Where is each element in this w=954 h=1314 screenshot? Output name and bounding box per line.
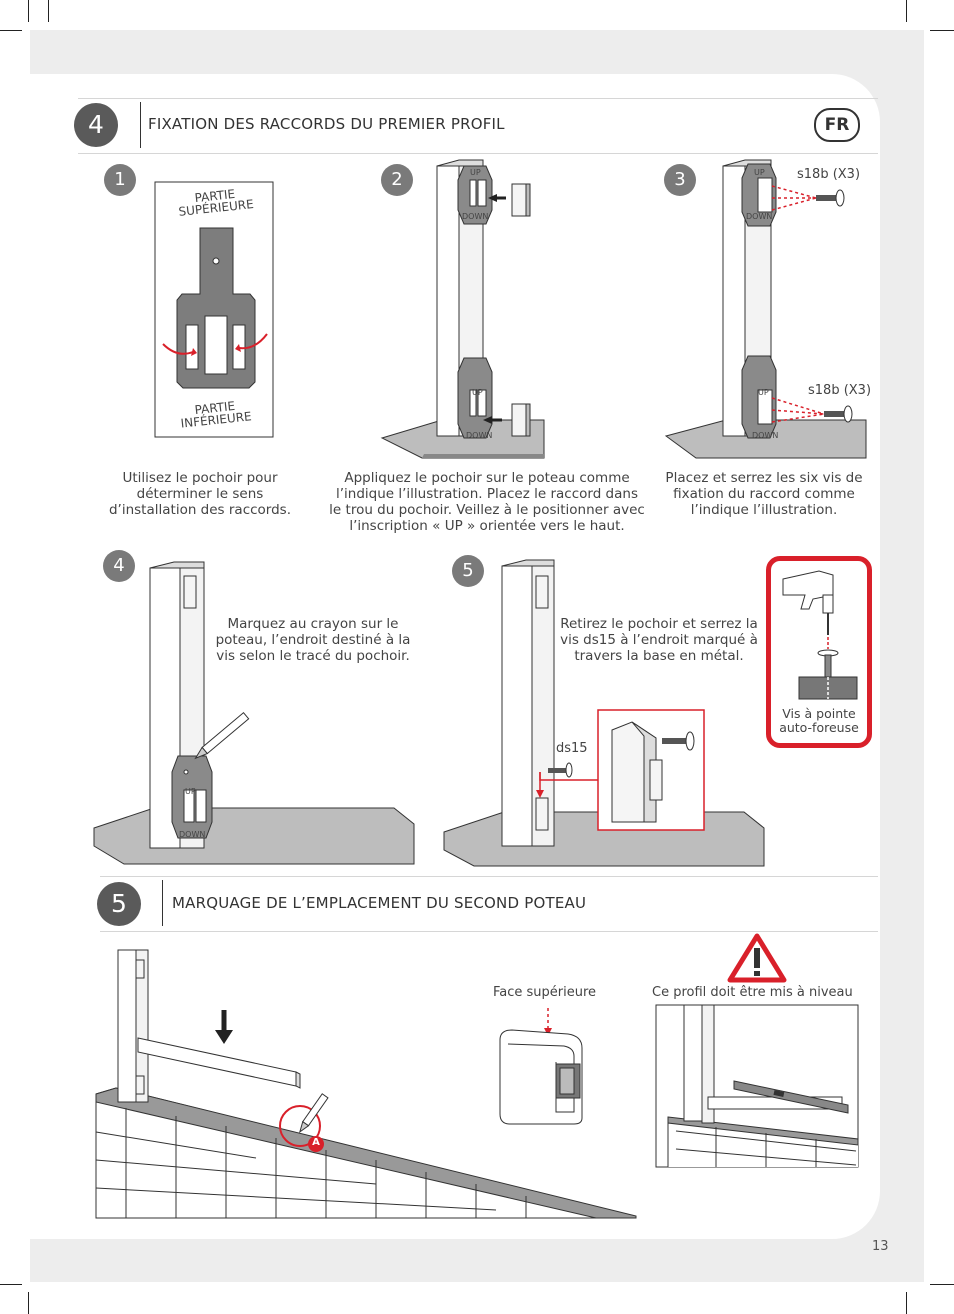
step-caption: Utilisez le pochoir pour déterminer le s… <box>108 470 292 518</box>
step-caption: Placez et serrez les six vis de fixation… <box>665 470 863 518</box>
drill-icon <box>782 570 858 700</box>
crop-mark <box>930 30 954 31</box>
divider <box>78 153 878 154</box>
step-number: 4 <box>103 550 135 582</box>
self-drilling-screw-callout: Vis à pointe auto-foreuse <box>766 556 872 748</box>
section-title: MARQUAGE DE L’EMPLACEMENT DU SECOND POTE… <box>172 894 587 912</box>
wall-profile-illustration <box>95 949 637 1219</box>
profile-end-illustration <box>499 1008 583 1125</box>
marker-label: A <box>312 1137 320 1148</box>
crop-mark <box>906 0 907 22</box>
post-stencil-illustration <box>380 159 545 459</box>
screw-label: s18b (X3) <box>797 167 861 182</box>
down-label: DOWN <box>179 830 206 839</box>
page-number: 13 <box>872 1239 889 1254</box>
title-bar <box>162 880 163 926</box>
up-label: UP <box>470 168 481 177</box>
screw-label: s18b (X3) <box>808 383 872 398</box>
step-caption: Appliquez le pochoir sur le poteau comme… <box>329 470 645 534</box>
section-number: 5 <box>97 882 141 926</box>
down-label: DOWN <box>752 431 779 440</box>
up-label: UP <box>472 388 483 397</box>
step-number: 5 <box>452 555 484 587</box>
up-label: UP <box>754 168 765 177</box>
step-number: 1 <box>104 164 136 196</box>
title-bar <box>140 102 141 148</box>
step-number: 2 <box>381 164 413 196</box>
language-badge: FR <box>814 108 860 142</box>
face-label: Face supérieure <box>493 985 597 1000</box>
section-number: 4 <box>74 103 118 147</box>
tool-caption: Vis à pointe auto-foreuse <box>779 706 859 735</box>
down-label: DOWN <box>746 212 773 221</box>
warning-icon <box>727 933 787 983</box>
crop-mark <box>0 30 22 31</box>
step-caption: Retirez le pochoir et serrez la vis ds15… <box>560 616 758 664</box>
section-title: FIXATION DES RACCORDS DU PREMIER PROFIL <box>148 115 505 133</box>
crop-mark <box>48 0 49 22</box>
pencil-marking-illustration <box>93 561 415 865</box>
divider <box>78 98 878 99</box>
level-label: Ce profil doit être mis à niveau <box>652 985 853 1000</box>
crop-mark <box>0 1284 22 1285</box>
crop-mark <box>28 1292 29 1314</box>
divider <box>100 931 878 932</box>
up-label: UP <box>758 388 769 397</box>
up-label: UP <box>185 787 196 796</box>
divider <box>100 876 878 877</box>
level-illustration <box>655 1004 859 1168</box>
step-number: 3 <box>664 164 696 196</box>
screw-label: ds15 <box>556 741 588 756</box>
down-label: DOWN <box>466 431 493 440</box>
crop-mark <box>28 0 29 22</box>
stencil-illustration <box>154 181 274 438</box>
ds15-screw-illustration <box>443 559 765 867</box>
screw-illustration <box>664 159 867 459</box>
down-label: DOWN <box>462 212 489 221</box>
step-caption: Marquez au crayon sur le poteau, l’endro… <box>215 616 411 664</box>
crop-mark <box>906 1292 907 1314</box>
crop-mark <box>930 1284 954 1285</box>
